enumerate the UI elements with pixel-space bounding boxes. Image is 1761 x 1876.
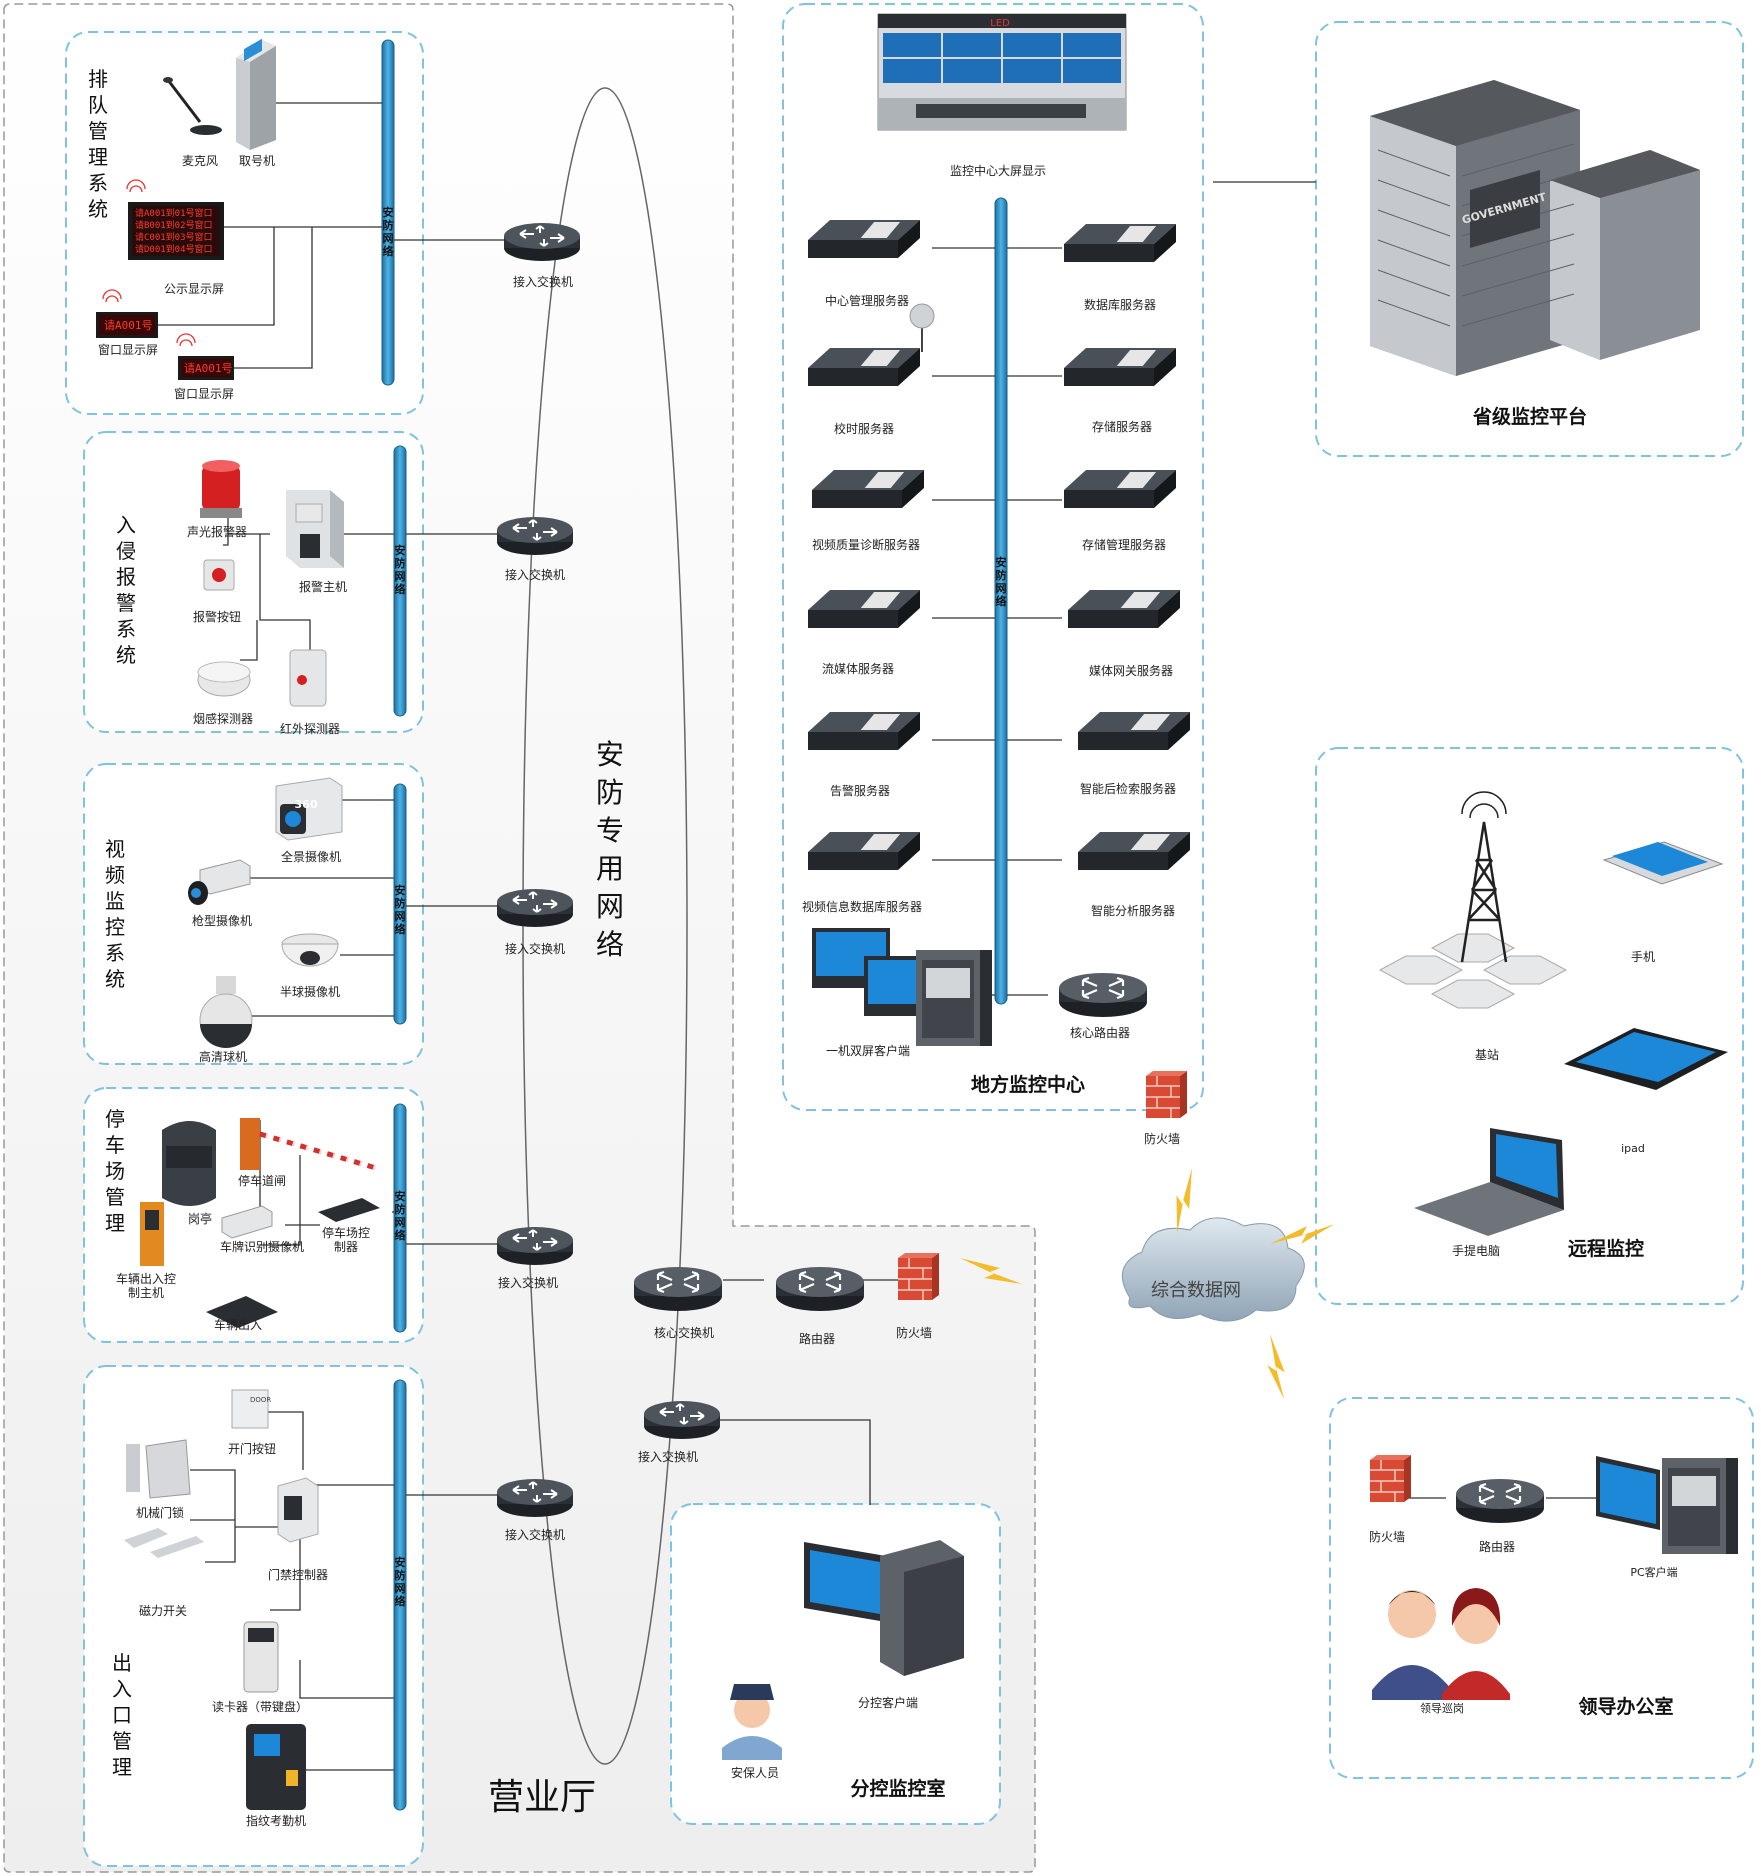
access-system-title: 出入口管理 xyxy=(112,1651,132,1779)
alarm-net-label: 安防网络 xyxy=(394,544,406,596)
queue-net-label: 安防网络 xyxy=(382,206,394,258)
video-switch-label: 接入交换机 xyxy=(504,942,566,956)
gun-camera-label: 枪型摄像机 xyxy=(191,914,253,928)
parking-system-title: 停车场管理 xyxy=(105,1107,125,1235)
server-right-1: 数据库服务器 xyxy=(1083,298,1157,312)
server-left-1: 中心管理服务器 xyxy=(824,294,910,308)
led-small-2: 请A001号 xyxy=(184,362,233,375)
hall-router-label: 路由器 xyxy=(798,1332,836,1346)
leader-people-label: 领导巡岗 xyxy=(1420,1702,1464,1715)
server-left-3: 视频质量诊断服务器 xyxy=(811,538,921,552)
server-left-4: 流媒体服务器 xyxy=(821,662,895,676)
parking-controller-label: 停车场控制器 xyxy=(321,1226,370,1254)
cloud-label: 综合数据网 xyxy=(1151,1280,1241,1301)
guard-label: 安保人员 xyxy=(730,1766,780,1780)
parking-gate-label: 停车道闸 xyxy=(237,1174,287,1188)
server-left-2: 校时服务器 xyxy=(833,422,895,436)
phone-label: 手机 xyxy=(1630,950,1656,964)
badge-360: 360 xyxy=(295,798,318,811)
public-screen-label: 公示显示屏 xyxy=(163,282,225,296)
province-title: 省级监控平台 xyxy=(1472,406,1588,428)
dual-screen-client-label: 一机双屏客户端 xyxy=(825,1044,911,1058)
server-right-2: 存储服务器 xyxy=(1091,420,1153,434)
hall-firewall-label: 防火墙 xyxy=(895,1326,933,1340)
queue-switch-label: 接入交换机 xyxy=(512,275,574,289)
led-line-3: 请C001到03号窗口 xyxy=(135,231,213,243)
security-net-title: 安防专用网络 xyxy=(595,738,624,961)
center-firewall-label: 防火墙 xyxy=(1143,1132,1181,1146)
alarm-button-label: 报警按钮 xyxy=(192,610,242,624)
big-screen-label: 监控中心大屏显示 xyxy=(949,164,1047,178)
window-screen-2-label: 窗口显示屏 xyxy=(173,387,235,401)
hall-title: 营业厅 xyxy=(487,1777,597,1818)
led-line-4: 请D001到04号窗口 xyxy=(135,243,213,255)
ipad-label: ipad xyxy=(1621,1142,1645,1155)
fingerprint-label: 指纹考勤机 xyxy=(245,1814,307,1828)
server-right-5: 智能后检索服务器 xyxy=(1079,782,1177,796)
ticket-machine-label: 取号机 xyxy=(238,154,276,168)
led-line-2: 请B001到02号窗口 xyxy=(135,219,213,231)
laptop-label: 手提电脑 xyxy=(1451,1244,1501,1258)
plate-camera-label: 车牌识别摄像机 xyxy=(219,1240,305,1254)
leader-office-title: 领导办公室 xyxy=(1578,1696,1674,1718)
center-net-label: 安防网络 xyxy=(995,556,1007,608)
leader-firewall-label: 防火墙 xyxy=(1368,1530,1406,1544)
alarm-switch-label: 接入交换机 xyxy=(504,568,566,582)
base-station-label: 基站 xyxy=(1474,1048,1500,1062)
parking-switch-label: 接入交换机 xyxy=(497,1276,559,1290)
server-right-3: 存储管理服务器 xyxy=(1081,538,1167,552)
led-small-1: 请A001号 xyxy=(104,319,153,332)
alarm-host-label: 报警主机 xyxy=(298,580,348,594)
vehicle-entry-host-label: 车辆出入控制主机 xyxy=(115,1272,176,1300)
siren-label: 声光报警器 xyxy=(186,525,248,539)
parking-net-label: 安防网络 xyxy=(394,1190,406,1242)
booth-label: 岗亭 xyxy=(187,1212,213,1226)
window-screen-1-label: 窗口显示屏 xyxy=(97,343,159,357)
led-line-1: 请A001到01号窗口 xyxy=(135,207,213,219)
leader-router-label: 路由器 xyxy=(1478,1540,1516,1554)
mic-label: 麦克风 xyxy=(181,154,219,168)
led-sign: LED xyxy=(990,18,1010,29)
local-center-title: 地方监控中心 xyxy=(970,1074,1086,1096)
card-reader-label: 读卡器（带键盘） xyxy=(211,1700,309,1714)
server-left-5: 告警服务器 xyxy=(829,784,891,798)
door-controller-label: 门禁控制器 xyxy=(267,1568,329,1582)
server-right-4: 媒体网关服务器 xyxy=(1088,664,1174,678)
mech-lock-label: 机械门锁 xyxy=(135,1506,185,1520)
alarm-system-title: 入侵报警系统 xyxy=(116,513,136,667)
server-right-6: 智能分析服务器 xyxy=(1090,904,1176,918)
ptz-camera-label: 高清球机 xyxy=(198,1050,248,1064)
access-net-label: 安防网络 xyxy=(394,1556,406,1608)
magnet-switch-label: 磁力开关 xyxy=(138,1604,188,1618)
sub-room-title: 分控监控室 xyxy=(850,1778,946,1800)
sub-client-label: 分控客户端 xyxy=(857,1696,919,1710)
pc-client-label: PC客户端 xyxy=(1630,1566,1678,1579)
hall-access-switch-label: 接入交换机 xyxy=(637,1450,699,1464)
core-router-label: 核心路由器 xyxy=(1069,1026,1131,1040)
remote-title: 远程监控 xyxy=(1567,1238,1645,1260)
video-net-label: 安防网络 xyxy=(394,884,406,936)
access-switch-label: 接入交换机 xyxy=(504,1528,566,1542)
server-left-6: 视频信息数据库服务器 xyxy=(801,900,923,914)
queue-system-title: 排队管理系统 xyxy=(88,67,108,221)
video-system-title: 视频监控系统 xyxy=(105,837,125,991)
infrared-detector-label: 红外探测器 xyxy=(279,722,341,736)
panorama-camera-label: 全景摄像机 xyxy=(280,850,342,864)
open-button-label: 开门按钮 xyxy=(227,1442,277,1456)
vehicle-access-label: 车辆出入 xyxy=(213,1318,263,1332)
core-switch-label: 核心交换机 xyxy=(653,1326,715,1340)
dome-camera-label: 半球摄像机 xyxy=(279,985,341,999)
smoke-detector-label: 烟感探测器 xyxy=(192,712,254,726)
door-text: DOOR xyxy=(250,1396,271,1404)
